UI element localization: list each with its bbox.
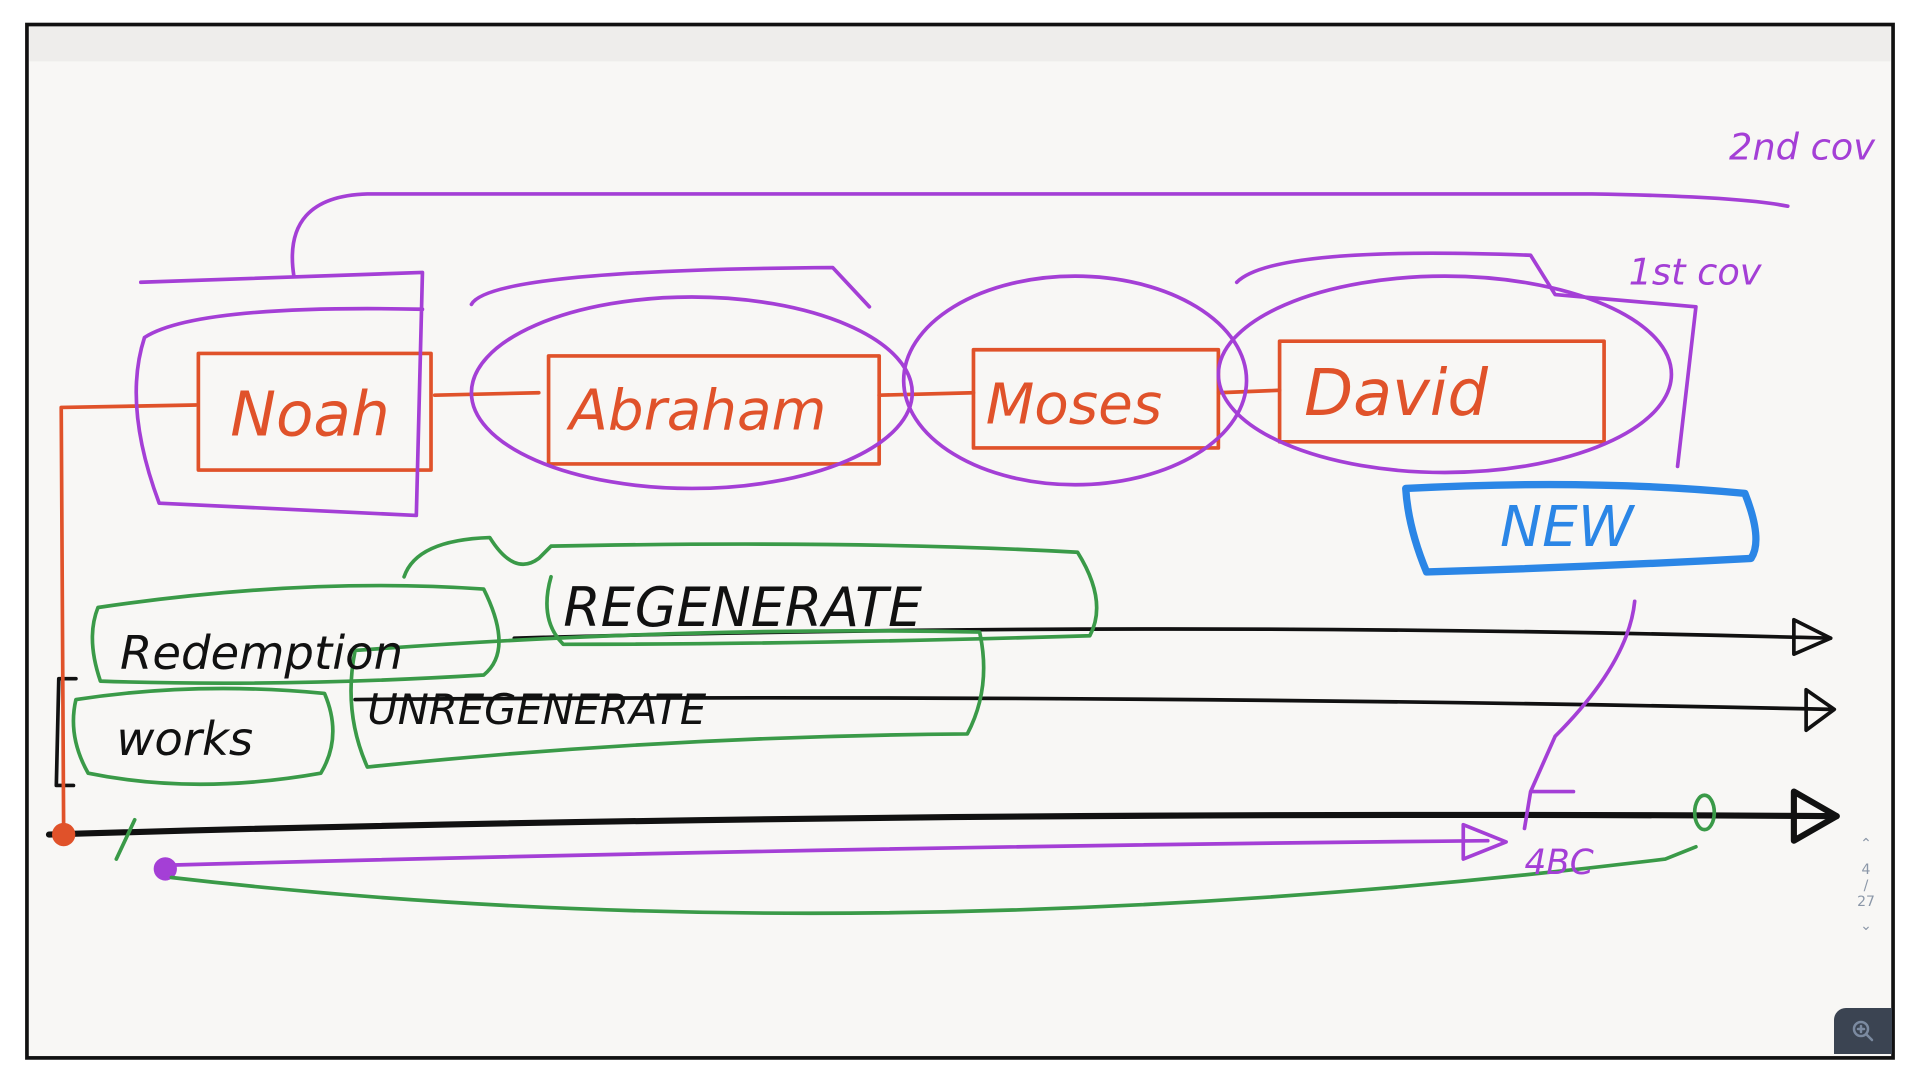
top-bar (29, 27, 1891, 62)
page-separator: / (1863, 878, 1869, 894)
total-pages: 27 (1857, 894, 1875, 910)
covenant-label-abraham: Abraham (566, 378, 826, 443)
covenant-label-noah: Noah (230, 380, 390, 451)
new-covenant-label: NEW (1500, 495, 1636, 560)
covenant-loops (134, 192, 1790, 881)
second-covenant-label: 2nd cov (1729, 126, 1876, 169)
works-label: works (116, 712, 253, 766)
previous-page-button[interactable]: ⌃ (1860, 836, 1872, 852)
unregenerate-label: UNREGENERATE (367, 685, 706, 734)
redemption-label: Redemption (120, 626, 403, 680)
zoom-button[interactable] (1834, 1008, 1892, 1054)
zoom-in-icon (1852, 1020, 1874, 1042)
covenant-boxes (52, 339, 1606, 847)
covenant-label-david: David (1304, 357, 1488, 431)
regenerate-label: REGENERATE (563, 576, 922, 639)
timeline-arrows (45, 617, 1840, 844)
covenant-label-moses: Moses (986, 372, 1162, 437)
regeneration-boxes (71, 535, 1717, 916)
new-covenant-box (1402, 480, 1760, 576)
date-label: 4BC (1524, 843, 1593, 883)
next-page-button[interactable]: ⌄ (1860, 918, 1872, 934)
current-page: 4 (1861, 862, 1871, 878)
first-covenant-label: 1st cov (1629, 251, 1763, 294)
page-navigator: ⌃ 4 / 27 ⌄ (1846, 836, 1886, 934)
